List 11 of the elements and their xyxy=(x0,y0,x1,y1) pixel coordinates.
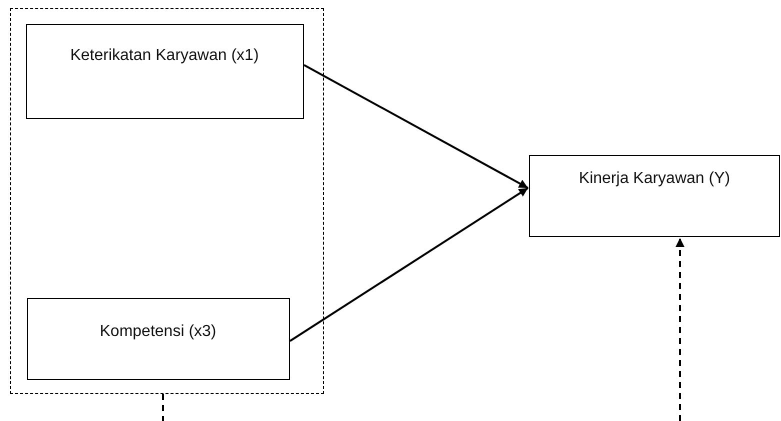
connector-line xyxy=(162,394,164,421)
variable-box xyxy=(529,155,780,237)
box-label: Kinerja Karyawan (Y) xyxy=(578,169,732,189)
arrow xyxy=(289,187,529,342)
box-label: Keterikatan Karyawan (x1) xyxy=(70,46,260,66)
arrow xyxy=(304,64,528,189)
dashed-group-box xyxy=(10,8,324,394)
variable-box xyxy=(26,298,290,380)
box-label: Kompetensi (x3) xyxy=(98,322,218,342)
arrow xyxy=(676,238,684,421)
variable-box xyxy=(26,24,304,118)
